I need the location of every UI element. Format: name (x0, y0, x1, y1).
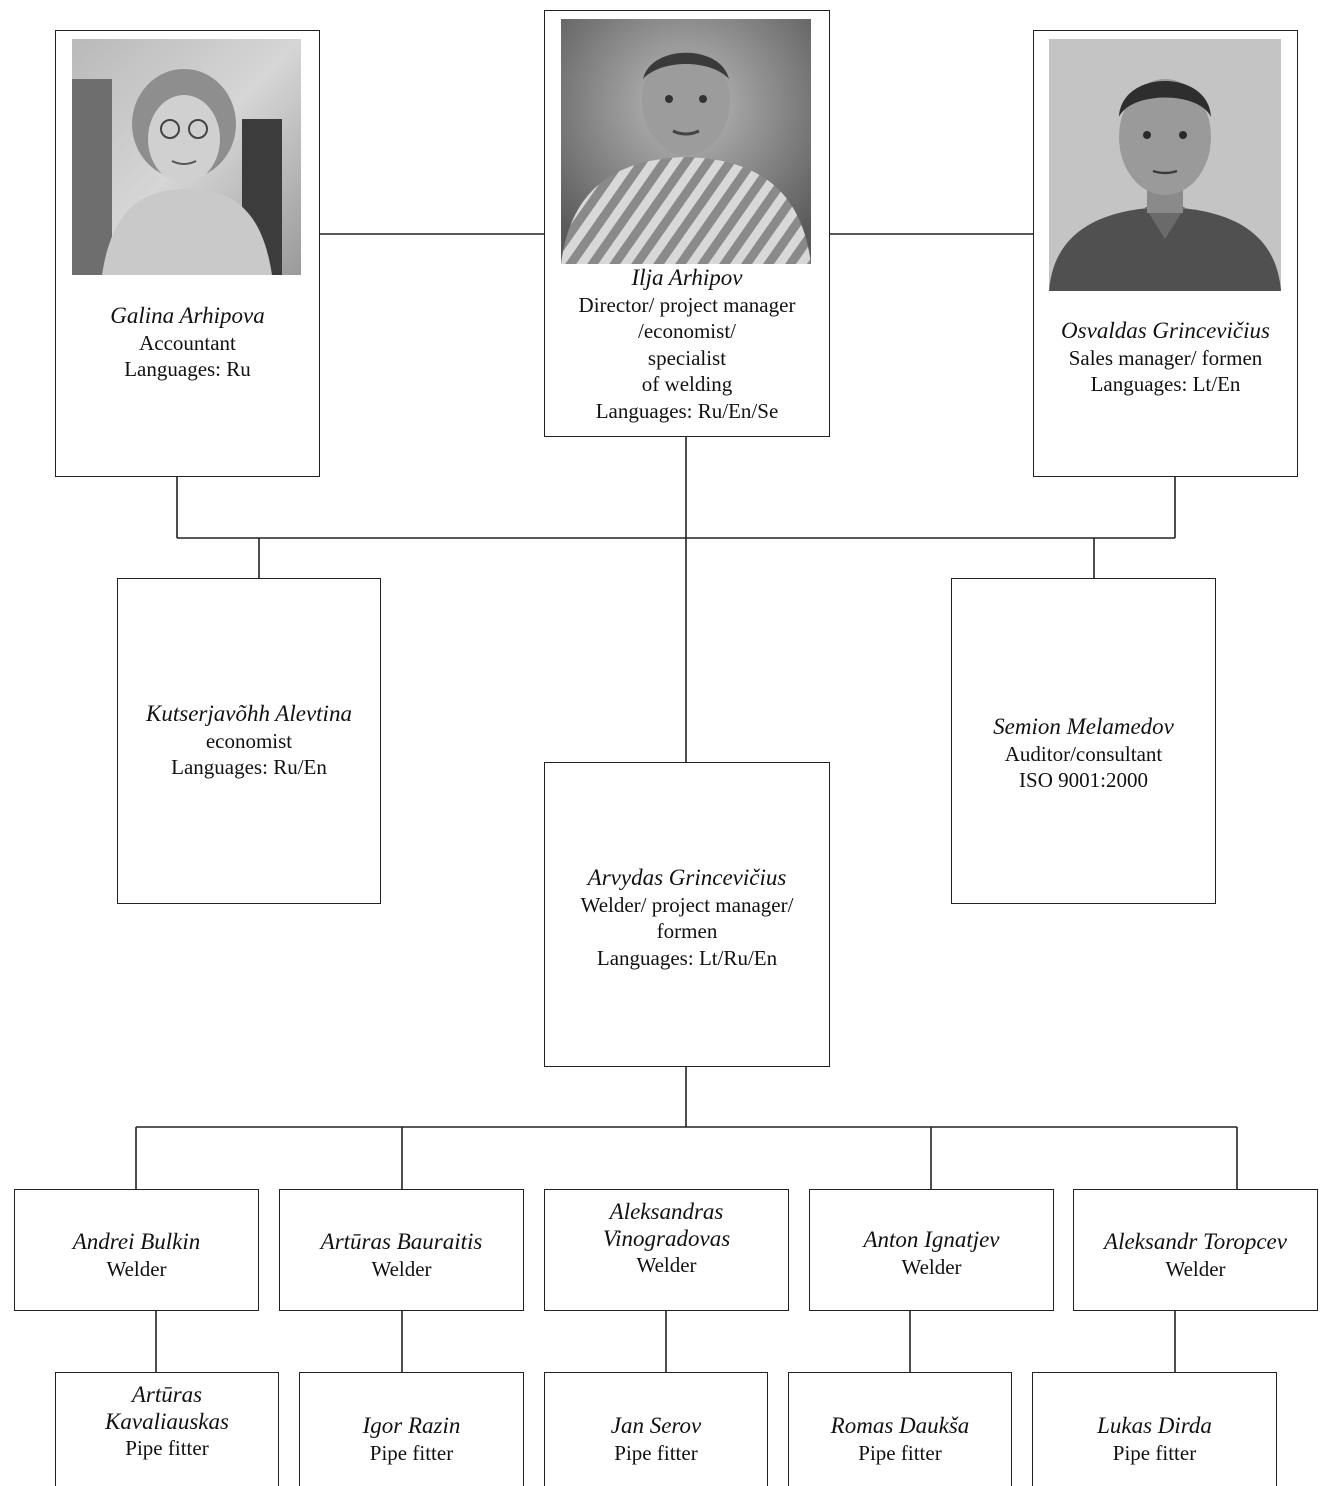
card-foreman: Arvydas Grincevičius Welder/ project man… (544, 762, 830, 1067)
accountant-name: Galina Arhipova (110, 303, 265, 328)
director-role-line-2: /economist/ (638, 319, 736, 343)
sales-manager-languages: Languages: Lt/En (1090, 372, 1241, 396)
pipe-fitter-4-name: Romas Daukša (830, 1413, 970, 1438)
pipe-fitter-3-name: Jan Serov (610, 1413, 702, 1438)
card-auditor: Semion Melamedov Auditor/consultant ISO … (951, 578, 1216, 904)
auditor-role-line-1: Auditor/consultant (1004, 741, 1163, 766)
welder-4-role: Welder (901, 1254, 962, 1279)
accountant-languages: Languages: Ru (124, 357, 251, 381)
photo-director (561, 19, 811, 264)
director-role-line-3: specialist (647, 345, 727, 370)
accountant-role: Accountant (139, 330, 236, 355)
foreman-role-line-1: Welder/ project manager/ (580, 892, 794, 917)
director-languages: Languages: Ru/En/Se (595, 398, 779, 423)
card-welder-3: Aleksandras Vinogradovas Welder (544, 1189, 789, 1311)
economist-role: economist (205, 728, 293, 753)
pipe-fitter-5-role: Pipe fitter (1112, 1440, 1197, 1465)
foreman-languages: Languages: Lt/Ru/En (596, 945, 778, 970)
economist-name: Kutserjavõhh Alevtina (146, 701, 352, 726)
card-welder-5: Aleksandr Toropcev Welder (1073, 1189, 1318, 1311)
welder-1-name: Andrei Bulkin (72, 1229, 201, 1254)
director-name: Ilja Arhipov (631, 265, 743, 290)
photo-sales-manager (1049, 39, 1281, 291)
welder-5-role: Welder (1165, 1256, 1226, 1281)
economist-languages: Languages: Ru/En (171, 755, 327, 779)
card-pipe-fitter-1: Artūras Kavaliauskas Pipe fitter (55, 1372, 279, 1486)
pipe-fitter-2-role: Pipe fitter (369, 1440, 454, 1465)
card-welder-2: Artūras Bauraitis Welder (279, 1189, 524, 1311)
card-welder-1: Andrei Bulkin Welder (14, 1189, 259, 1311)
sales-manager-role: Sales manager/ formen (1068, 345, 1263, 370)
pipe-fitter-5-name: Lukas Dirda (1097, 1413, 1212, 1438)
photo-accountant (72, 39, 301, 275)
card-pipe-fitter-5: Lukas Dirda Pipe fitter (1032, 1372, 1277, 1486)
director-role-line-1: Director/ project manager (578, 292, 796, 317)
pipe-fitter-2-name: Igor Razin (362, 1413, 461, 1438)
card-director: Ilja Arhipov Director/ project manager /… (544, 10, 830, 437)
foreman-role-line-2: formen (656, 919, 718, 943)
pipe-fitter-3-role: Pipe fitter (614, 1440, 698, 1465)
card-pipe-fitter-2: Igor Razin Pipe fitter (299, 1372, 524, 1486)
pipe-fitter-1-name-line-2: Kavaliauskas (105, 1408, 229, 1434)
welder-3-role: Welder (636, 1253, 697, 1277)
welder-2-name: Artūras Bauraitis (320, 1229, 483, 1254)
welder-3-name-line-1: Aleksandras (609, 1199, 724, 1224)
welder-2-role: Welder (371, 1256, 432, 1281)
pipe-fitter-4-role: Pipe fitter (858, 1440, 942, 1465)
card-welder-4: Anton Ignatjev Welder (809, 1189, 1054, 1311)
card-sales-manager: Osvaldas Grincevičius Sales manager/ for… (1033, 30, 1298, 477)
pipe-fitter-1-role: Pipe fitter (125, 1436, 209, 1460)
auditor-name: Semion Melamedov (993, 714, 1174, 739)
welder-4-name: Anton Ignatjev (863, 1227, 1000, 1252)
pipe-fitter-1-name-line-1: Artūras (131, 1382, 203, 1407)
card-accountant: Galina Arhipova Accountant Languages: Ru (55, 30, 320, 477)
card-pipe-fitter-3: Jan Serov Pipe fitter (544, 1372, 768, 1486)
sales-manager-name: Osvaldas Grincevičius (1061, 318, 1270, 343)
welder-1-role: Welder (106, 1256, 167, 1281)
foreman-name: Arvydas Grincevičius (587, 865, 787, 890)
welder-5-name: Aleksandr Toropcev (1104, 1229, 1287, 1254)
card-economist: Kutserjavõhh Alevtina economist Language… (117, 578, 381, 904)
welder-3-name-line-2: Vinogradovas (602, 1225, 731, 1251)
auditor-role-line-2: ISO 9001:2000 (1019, 768, 1148, 792)
card-pipe-fitter-4: Romas Daukša Pipe fitter (788, 1372, 1012, 1486)
director-role-line-4: of welding (641, 372, 733, 396)
